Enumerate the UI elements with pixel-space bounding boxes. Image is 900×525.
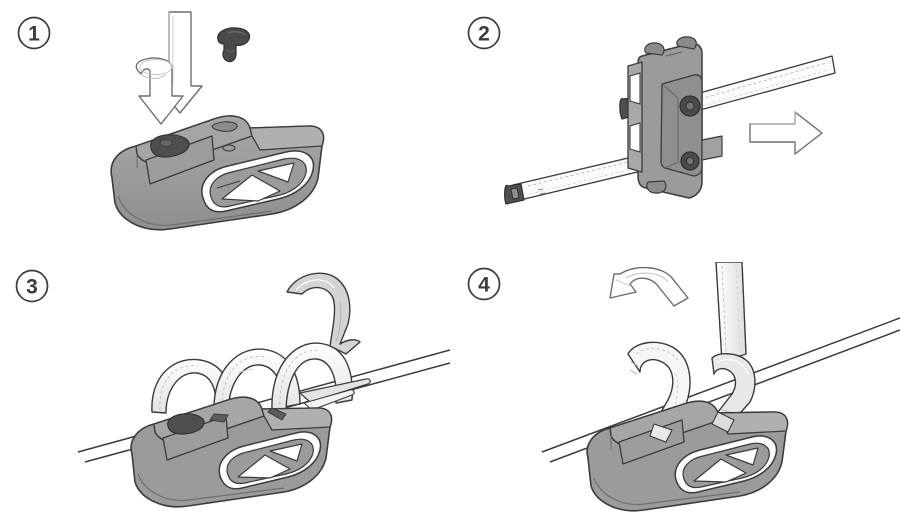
step-badge-label: 2 [478,23,490,46]
instruction-panel-step-4: 4 [450,262,900,525]
step-badge-label: 1 [28,23,40,46]
instruction-panel-step-3: 3 [0,262,450,525]
step-badge-1: 1 [17,16,51,50]
strap-free-end [715,262,747,363]
step-badge-circle [15,269,49,303]
step-badge-label: 3 [26,276,38,299]
step-badge-3: 3 [15,269,49,303]
strap-tail-lower [299,378,371,411]
fold-over-arrow [609,267,689,307]
instruction-panel-step-1: 1 [0,0,450,262]
curved-insert-arrow [135,57,184,125]
buckle-tip-lower [504,183,525,205]
step-badge-circle [467,267,501,301]
strap-fastened-right [711,353,756,421]
tube-edge-top [541,317,900,453]
panel-4-illustration: 4 [467,262,900,512]
mount-body [586,400,789,512]
strap-arch-right [271,342,353,415]
step-badge-circle [17,16,51,50]
panel-2-illustration: 2 [467,16,836,205]
bracket-plate [627,36,723,199]
panel-1-illustration: 1 [17,11,325,231]
rubber-plug [217,27,251,63]
right-arrow [749,111,823,155]
strap-arch-mid [213,348,301,416]
strap-loose-end [286,272,361,355]
panel-3-illustration: 3 [15,269,450,508]
mount-body [130,396,333,508]
rubber-pad-hole [159,139,173,147]
rivet-lower [680,151,700,171]
mount-lattice [674,435,778,494]
instruction-panel-step-2: 2 [450,0,900,262]
step-badge-2: 2 [467,16,501,50]
mount-lattice [201,150,315,213]
rubber-pad [167,413,205,435]
step-badge-4: 4 [467,267,501,301]
step-badge-label: 4 [478,274,490,297]
step-badge-circle [467,16,501,50]
mount-body [110,115,325,231]
mount-lattice [218,431,322,490]
rivet-upper [679,95,701,117]
